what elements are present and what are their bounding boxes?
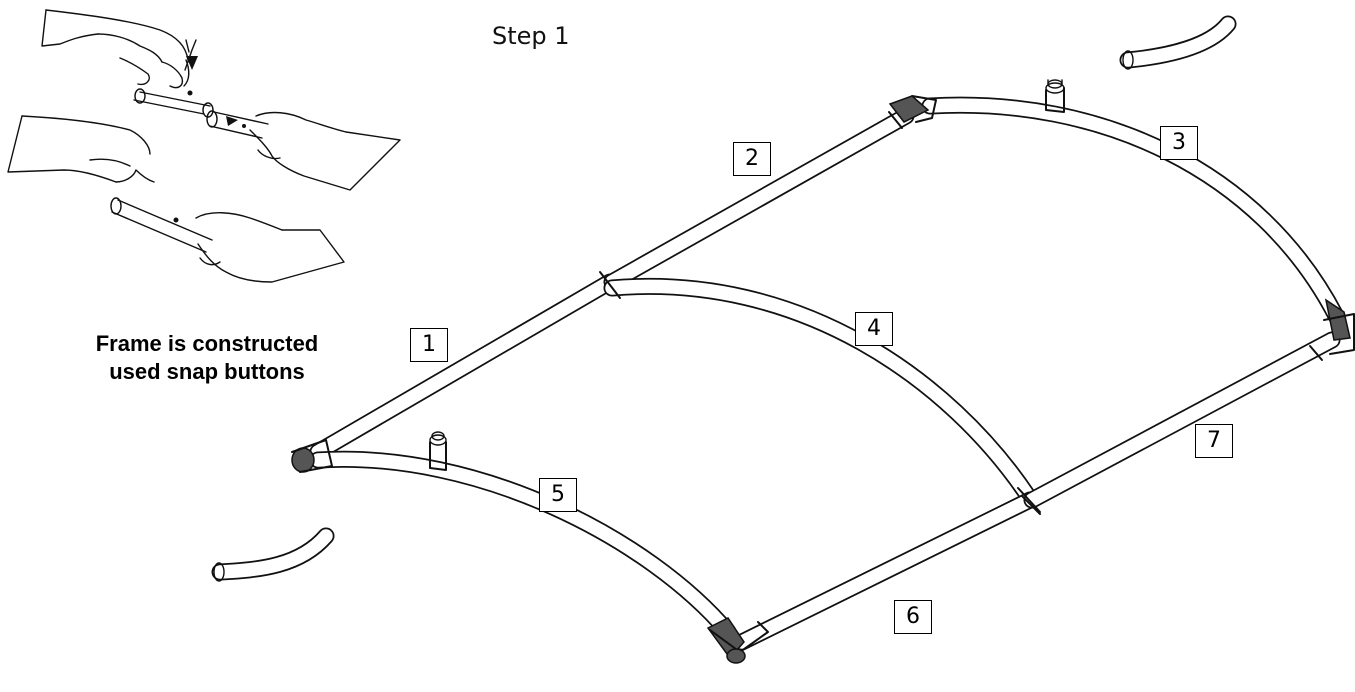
part-label-7: 7 [1195, 424, 1233, 458]
elbow-top [888, 95, 937, 123]
curved-tube-top-right [1119, 15, 1237, 70]
caption-line-2: used snap buttons [109, 359, 305, 384]
post-front [429, 431, 447, 471]
elbow-left [291, 439, 333, 473]
part-label-5: 5 [539, 478, 577, 512]
caption-line-1: Frame is constructed [95, 331, 319, 356]
part-label-6: 6 [894, 600, 932, 634]
elbow-bottom [706, 617, 769, 664]
part-label-2: 2 [733, 142, 771, 176]
post-top [1045, 79, 1065, 113]
curved-tube-bottom-left [211, 527, 335, 582]
part-label-1: 1 [410, 328, 448, 362]
elbow-right [1323, 298, 1355, 355]
part-label-4: 4 [855, 312, 893, 346]
frame-caption: Frame is constructed used snap buttons [48, 330, 366, 386]
part-label-3: 3 [1160, 126, 1198, 160]
step-title: Step 1 [492, 22, 570, 50]
hands-snap-button-illustration [7, 9, 401, 283]
